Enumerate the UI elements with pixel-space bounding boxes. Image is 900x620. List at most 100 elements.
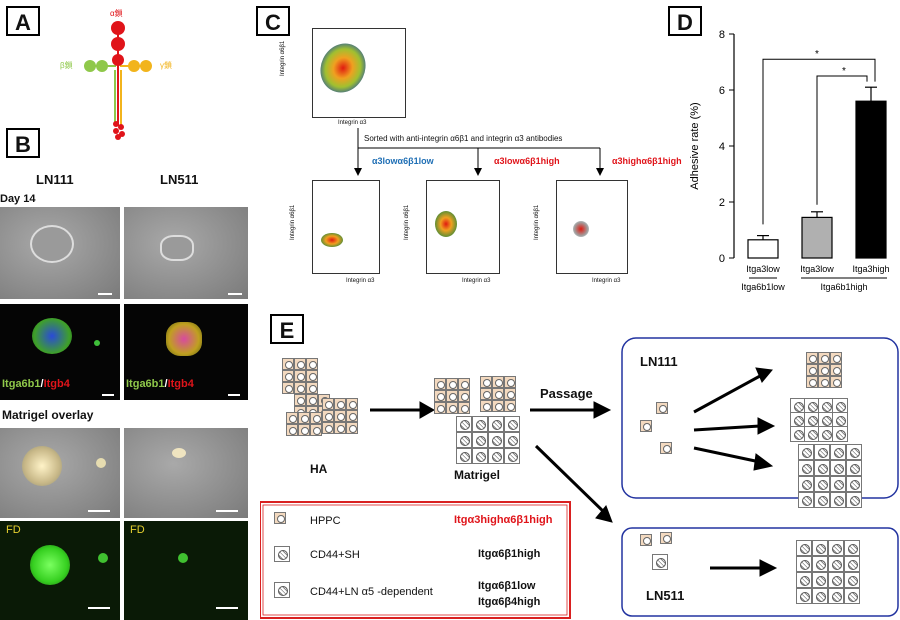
- cd44-cell-icon: [796, 556, 812, 572]
- facs-plot-unsorted: [312, 28, 406, 118]
- y-tick-label: 2: [719, 197, 725, 209]
- cd44-cell-icon: [796, 540, 812, 556]
- hppc-cell-icon: [830, 376, 842, 388]
- legend-hppc-marker: Itgα3highα6β1high: [454, 514, 553, 526]
- cd44-cell-icon: [798, 460, 814, 476]
- hppc-cell-icon: [334, 398, 346, 410]
- matrigel-image-ln511: [124, 428, 248, 518]
- hppc-cell-icon: [818, 376, 830, 388]
- panel-label-c: C: [256, 6, 290, 36]
- bar: [855, 100, 887, 259]
- fd-image-ln511: [124, 521, 248, 620]
- stain-label-ln511: Itga6b1/Itgb4: [126, 378, 194, 390]
- cd44-cell-icon: [814, 492, 830, 508]
- hppc-cell-icon: [446, 402, 458, 414]
- legend-sh-marker: Itgα6β1high: [478, 548, 541, 560]
- hppc-cell-icon: [346, 410, 358, 422]
- cd44-cell-icon: [844, 540, 860, 556]
- cd44-cell-icon: [844, 556, 860, 572]
- fd-label-ln511: FD: [130, 524, 145, 536]
- cd44-cell-icon: [846, 444, 862, 460]
- cd44-cell-icon: [846, 476, 862, 492]
- legend-ln-marker1: Itgα6β1low: [478, 580, 536, 592]
- cd44-cell-icon: [472, 448, 488, 464]
- hppc-cell-icon: [458, 378, 470, 390]
- hppc-cell-icon: [294, 394, 306, 406]
- phase-image-ln511: [124, 207, 248, 299]
- cd44-cell-icon: [832, 412, 848, 428]
- matrigel-overlay-label: Matrigel overlay: [2, 408, 94, 422]
- cd44-cell-icon: [832, 426, 848, 442]
- hppc-cell-icon: [310, 412, 322, 424]
- hppc-cell-icon: [492, 400, 504, 412]
- hppc-cell-icon: [504, 400, 516, 412]
- category-label: Itga3low: [800, 264, 834, 274]
- alpha-chain-label: α鎖: [110, 9, 123, 18]
- hppc-cell-icon: [458, 402, 470, 414]
- cd44-cell-icon: [790, 412, 806, 428]
- facs-top-xlabel: Integrin α3: [338, 120, 367, 126]
- hppc-cell-icon: [818, 352, 830, 364]
- hppc-cell-icon: [446, 378, 458, 390]
- hppc-cell-icon: [492, 376, 504, 388]
- hppc-cell-icon: [806, 364, 818, 376]
- cd44-cell-icon: [456, 432, 472, 448]
- cd44-cell-icon: [796, 572, 812, 588]
- hppc-cell-icon: [322, 410, 334, 422]
- cd44-cell-icon: [488, 448, 504, 464]
- ln511-column-title: LN511: [160, 172, 199, 187]
- hppc-cell-icon: [286, 424, 298, 436]
- hppc-cell-icon: [504, 388, 516, 400]
- hppc-cell-icon: [492, 388, 504, 400]
- significance-bracket: [816, 75, 868, 205]
- hppc-cell-icon: [640, 534, 652, 546]
- hppc-cell-icon: [660, 442, 672, 454]
- facs-plot-low-high: [426, 180, 500, 274]
- significance-mark: *: [815, 49, 819, 60]
- population-low-high: α3lowα6β1high: [494, 156, 560, 166]
- cd44-cell-icon: [830, 460, 846, 476]
- cd44-cell-icon: [456, 416, 472, 432]
- hppc-cell-icon: [298, 412, 310, 424]
- hppc-cell-icon: [310, 424, 322, 436]
- legend-hppc-name: HPPC: [310, 515, 341, 527]
- facs-sub3-xlabel: Integrin α3: [592, 278, 621, 284]
- hppc-cell-icon: [282, 358, 294, 370]
- cd44-cell-icon: [814, 444, 830, 460]
- legend-sh-name: CD44+SH: [310, 549, 360, 561]
- ln111-column-title: LN111: [36, 172, 74, 187]
- population-high-high: α3highα6β1high: [612, 156, 682, 166]
- category-label: Itga3high: [852, 264, 889, 274]
- fd-label-ln111: FD: [6, 524, 21, 536]
- hppc-cell-icon: [298, 424, 310, 436]
- y-tick-label: 0: [719, 253, 725, 265]
- cd44-cell-icon: [796, 588, 812, 604]
- panel-label-d: D: [668, 6, 702, 36]
- cd44-cell-icon: [828, 572, 844, 588]
- hppc-cell-icon: [306, 394, 318, 406]
- day14-label: Day 14: [0, 193, 36, 205]
- hppc-cell-icon: [434, 378, 446, 390]
- cd44-cell-icon: [504, 432, 520, 448]
- hppc-cell-icon: [306, 370, 318, 382]
- cd44-cell-icon: [798, 444, 814, 460]
- y-tick-label: 8: [719, 29, 725, 41]
- cd44-cell-icon: [828, 556, 844, 572]
- legend-ln-name: CD44+LN α5 -dependent: [310, 586, 433, 598]
- hppc-cell-icon: [830, 364, 842, 376]
- hppc-cell-icon: [346, 422, 358, 434]
- y-tick-label: 4: [719, 141, 725, 153]
- facs-plot-low-low: [312, 180, 380, 274]
- cd44-cell-icon: [472, 432, 488, 448]
- facs-sub2-xlabel: Integrin α3: [462, 278, 491, 284]
- ln511-box-label: LN511: [646, 588, 685, 603]
- fluorescence-image-ln111: [0, 304, 120, 400]
- hppc-cell-icon: [504, 376, 516, 388]
- cd44-cell-icon: [274, 546, 290, 562]
- hppc-cell-icon: [346, 398, 358, 410]
- cd44-cell-icon: [830, 492, 846, 508]
- cd44-cell-icon: [814, 476, 830, 492]
- hppc-cell-icon: [656, 402, 668, 414]
- cd44-cell-icon: [814, 460, 830, 476]
- hppc-cell-icon: [640, 420, 652, 432]
